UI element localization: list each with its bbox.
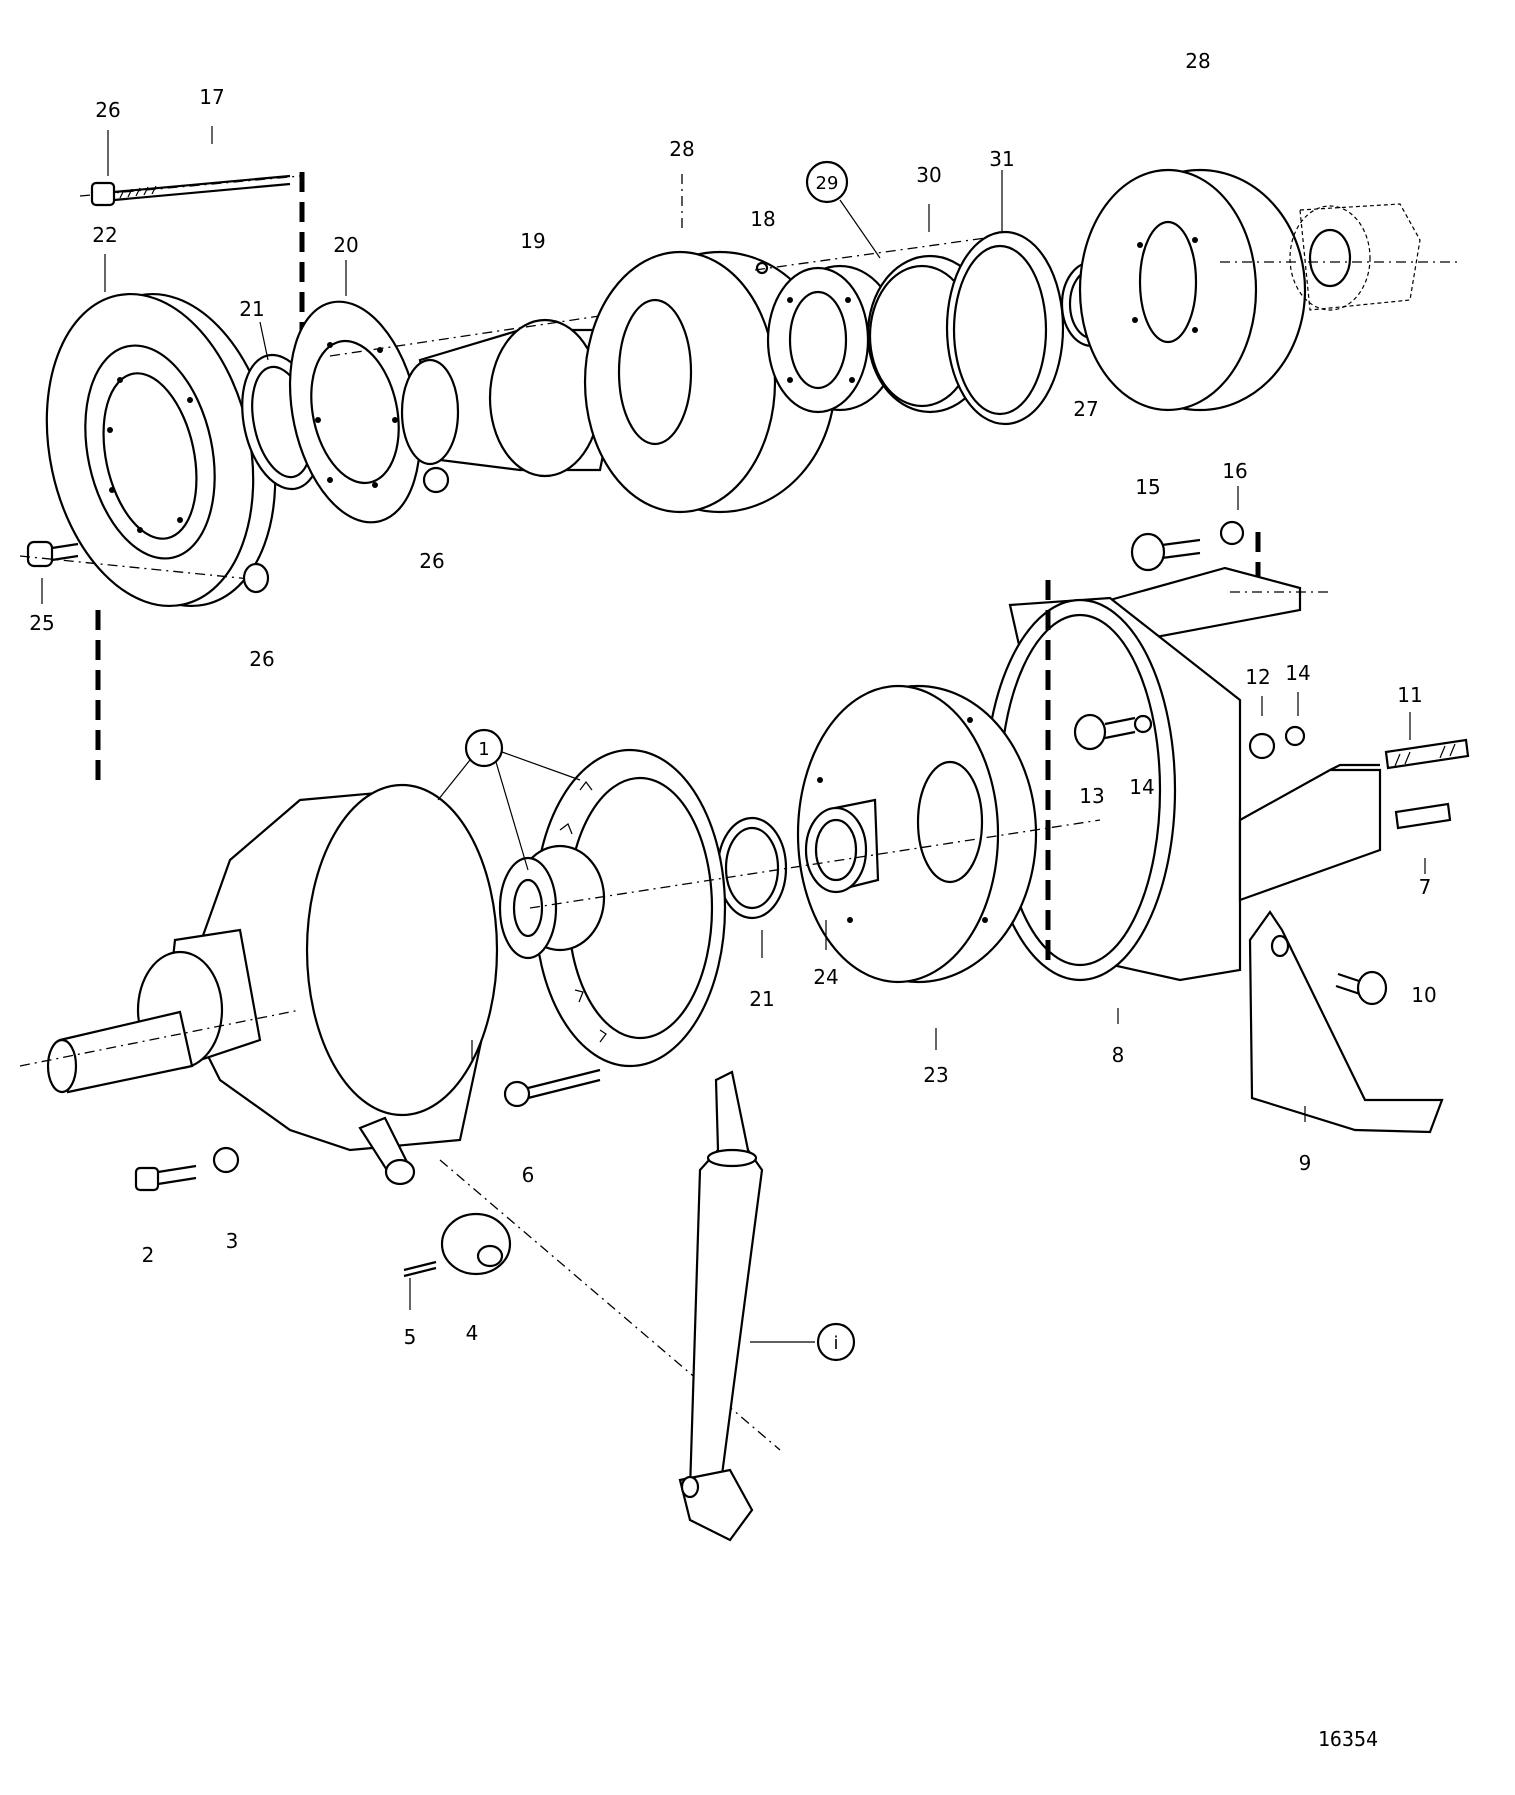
part-25-bolt: [19, 540, 261, 581]
label-24: 24: [813, 965, 838, 989]
part-12-nut: [1248, 732, 1276, 760]
label-22: 22: [92, 223, 117, 247]
label-23: 23: [923, 1063, 948, 1087]
label-5: 5: [404, 1325, 417, 1349]
callout-i-leader: [750, 1322, 856, 1362]
label-14-inner: 14: [1129, 775, 1154, 799]
part-19-hub: [329, 309, 641, 478]
label-4: 4: [466, 1321, 479, 1345]
part-7-pin: [1394, 802, 1452, 830]
callout-1-leaders: [437, 728, 581, 871]
label-18: 18: [750, 207, 775, 231]
part-29-bearing: [766, 264, 900, 414]
label-31: 31: [989, 147, 1014, 171]
part-31-ring: [945, 230, 1065, 426]
label-leaders: [41, 126, 1426, 1310]
label-19: 19: [520, 229, 545, 253]
part-8-flywheel-housing: [983, 580, 1242, 982]
label-1-callout-upper: 1: [478, 739, 489, 760]
label-26-lower: 26: [249, 647, 274, 671]
label-20: 20: [333, 233, 358, 257]
label-10: 10: [1411, 983, 1436, 1007]
label-9: 9: [1299, 1151, 1312, 1175]
label-25: 25: [29, 611, 54, 635]
part-3-washer: [212, 1146, 240, 1174]
label-21-top: 21: [239, 297, 264, 321]
label-16: 16: [1222, 459, 1247, 483]
part-13-bolt: [1073, 713, 1153, 751]
label-28-top: 28: [1185, 49, 1210, 73]
label-2: 2: [142, 1243, 155, 1267]
part-23-disc: [796, 684, 1038, 984]
label-11: 11: [1397, 683, 1422, 707]
label-i-callout-lower: i: [833, 1333, 838, 1354]
part-15-bolt: [1130, 532, 1201, 572]
part-11-stud: [1384, 738, 1470, 770]
label-12: 12: [1245, 665, 1270, 689]
part-24-bushing: [804, 798, 880, 894]
label-29: 29: [816, 173, 839, 194]
part-5-screw: [403, 1260, 437, 1278]
label-7: 7: [1419, 875, 1432, 899]
callout-29-circle: [805, 160, 849, 204]
part-14-washer: [1284, 725, 1306, 747]
part-26-nut-middle: [422, 466, 450, 494]
part-21-ring-lower: [716, 816, 788, 920]
figure-code: 16354: [1318, 1727, 1378, 1751]
label-13: 13: [1079, 784, 1104, 808]
label-26-middle: 26: [419, 549, 444, 573]
label-26-top: 26: [95, 98, 120, 122]
part-28-drum-right: [1078, 168, 1307, 412]
part-1-lever: [678, 1070, 764, 1542]
part-18-washer: [755, 261, 769, 275]
part-2-bolt: [134, 1164, 197, 1192]
part-10-bolt: [1335, 970, 1388, 1006]
part-28-drum-middle: [583, 174, 837, 514]
part-26-nut-lower: [242, 562, 270, 594]
label-28-middle: 28: [669, 137, 694, 161]
part-17-bolt: [79, 174, 301, 207]
label-6: 6: [522, 1163, 535, 1187]
part-22-cover: [45, 292, 277, 608]
part-6-bolt: [503, 1068, 601, 1108]
label-3: 3: [226, 1229, 239, 1253]
label-17: 17: [199, 85, 224, 109]
label-14-right: 14: [1285, 661, 1310, 685]
part-9-foot-bracket: [1248, 910, 1444, 1134]
part-6-gear-housing: [19, 783, 1101, 1451]
engine-coupling: [1220, 203, 1460, 311]
mounting-rail: [1238, 763, 1382, 902]
label-15: 15: [1135, 475, 1160, 499]
lever-pivot-stub: [358, 1116, 416, 1186]
part-4-knob: [440, 1212, 512, 1276]
part-20-flange: [288, 300, 422, 524]
label-30: 30: [916, 163, 941, 187]
label-21-lower: 21: [749, 987, 774, 1011]
label-27: 27: [1073, 397, 1098, 421]
part-16-washer: [1219, 520, 1245, 546]
bearing-cup: [498, 844, 606, 960]
label-8: 8: [1112, 1043, 1125, 1067]
